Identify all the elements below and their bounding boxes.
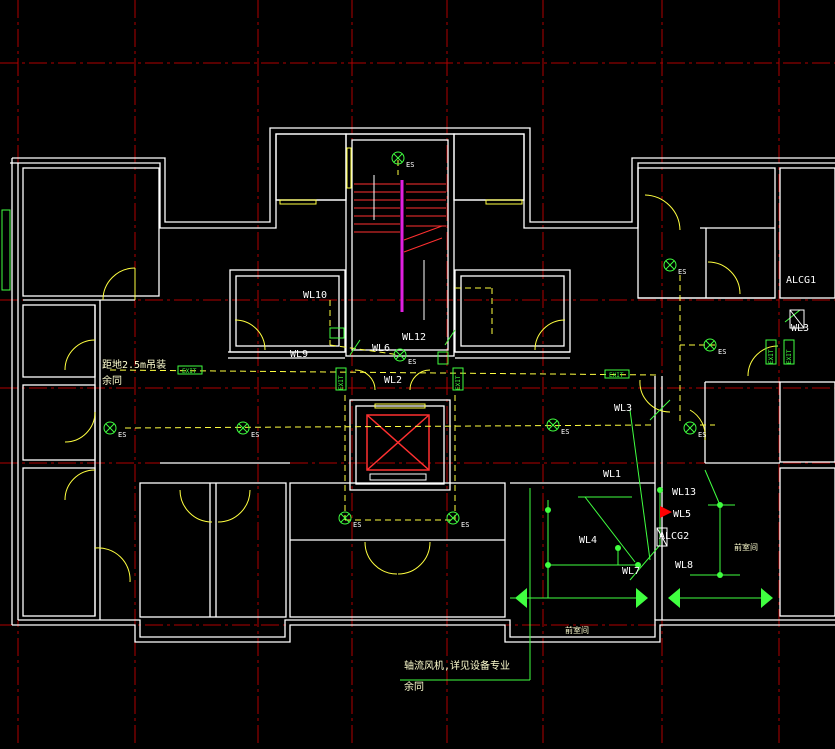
circuit-label-wl7: WL7 — [622, 566, 640, 577]
note-bottom-room: 前室间 — [565, 625, 589, 635]
exit-sign-label: EXIT — [182, 368, 197, 375]
axial-fan — [515, 588, 773, 608]
building-walls — [10, 127, 835, 643]
note-fan-2: 余同 — [404, 680, 424, 693]
fixture-code-label: ES — [251, 431, 259, 439]
circuit-label-wl4: WL4 — [579, 535, 597, 546]
windows — [1, 147, 523, 291]
circuit-label-wl6: WL6 — [372, 343, 390, 354]
stair — [354, 175, 446, 320]
panel-label-alcg1: ALCG1 — [786, 275, 816, 286]
emergency-light-icon: ES — [103, 421, 126, 439]
elevator-car — [366, 403, 430, 481]
circuit-label-wl1: WL1 — [603, 469, 621, 480]
circuit-label-wl5: WL5 — [673, 509, 691, 520]
circuit-label-wl13: WL13 — [672, 487, 696, 498]
note-right-room: 前室间 — [734, 542, 758, 552]
panel-alcg1 — [789, 309, 805, 329]
emergency-light-icon: ES — [236, 421, 259, 439]
alarm-flag-icon — [660, 506, 672, 518]
exit-sign-label: EXIT — [609, 372, 624, 379]
emergency-light-icon: ES — [703, 338, 726, 356]
panel-alcg2 — [656, 506, 672, 547]
circuit-label-wl3-corner: WL3 — [791, 323, 809, 334]
door-swings — [64, 194, 779, 583]
circuit-label-wl3: WL3 — [614, 403, 632, 414]
fan-circuit-wiring — [349, 309, 801, 681]
fixture-code-label: ES — [698, 431, 706, 439]
emergency-light-icon: ES — [446, 511, 469, 529]
circuit-label-wl9: WL9 — [290, 349, 308, 360]
annotation-notes: 距地2.5m吊装 余同 轴流风机,详见设备专业 余同 前室间 前室间 — [102, 358, 758, 693]
emergency-light-icon: ES — [663, 258, 686, 276]
panel-label-alcg2: ALCG2 — [659, 531, 689, 542]
exit-sign — [177, 327, 795, 391]
emergency-light-icon: ES — [338, 511, 361, 529]
emergency-light-icon: ES — [683, 421, 706, 439]
emergency-light-fixtures: ES ES ES ES ES ES ES ES ES ES — [103, 151, 726, 529]
fixture-code-label: ES — [406, 161, 414, 169]
exit-sign-label: EXIT — [455, 375, 462, 390]
circuit-label-wl8: WL8 — [675, 560, 693, 571]
circuit-label-wl10: WL10 — [303, 290, 327, 301]
fan-nodes — [545, 487, 723, 578]
fixture-code-label: ES — [561, 428, 569, 436]
fixture-code-label: ES — [678, 268, 686, 276]
exit-sign-label: EXIT — [768, 349, 775, 364]
circuit-label-wl12: WL12 — [402, 332, 426, 343]
fixture-code-label: ES — [461, 521, 469, 529]
fixture-code-label: ES — [353, 521, 361, 529]
note-fan: 轴流风机,详见设备专业 — [404, 659, 510, 672]
circuit-labels: WL10 WL9 WL6 WL12 WL2 WL3 WL1 WL13 WL5 W… — [290, 275, 816, 577]
emergency-light-icon: ES — [391, 151, 414, 169]
emergency-light-icon: ES — [546, 418, 569, 436]
fixture-code-label: ES — [408, 358, 416, 366]
fixture-code-label: ES — [118, 431, 126, 439]
exit-sign-label: EXIT — [786, 349, 793, 364]
note-height: 距地2.5m吊装 — [102, 358, 166, 371]
note-left-room: 余同 — [102, 374, 122, 387]
circuit-label-wl2: WL2 — [384, 375, 402, 386]
emergency-light-icon: ES — [393, 348, 416, 366]
exit-sign-label: EXIT — [338, 375, 345, 390]
fixture-code-label: ES — [718, 348, 726, 356]
